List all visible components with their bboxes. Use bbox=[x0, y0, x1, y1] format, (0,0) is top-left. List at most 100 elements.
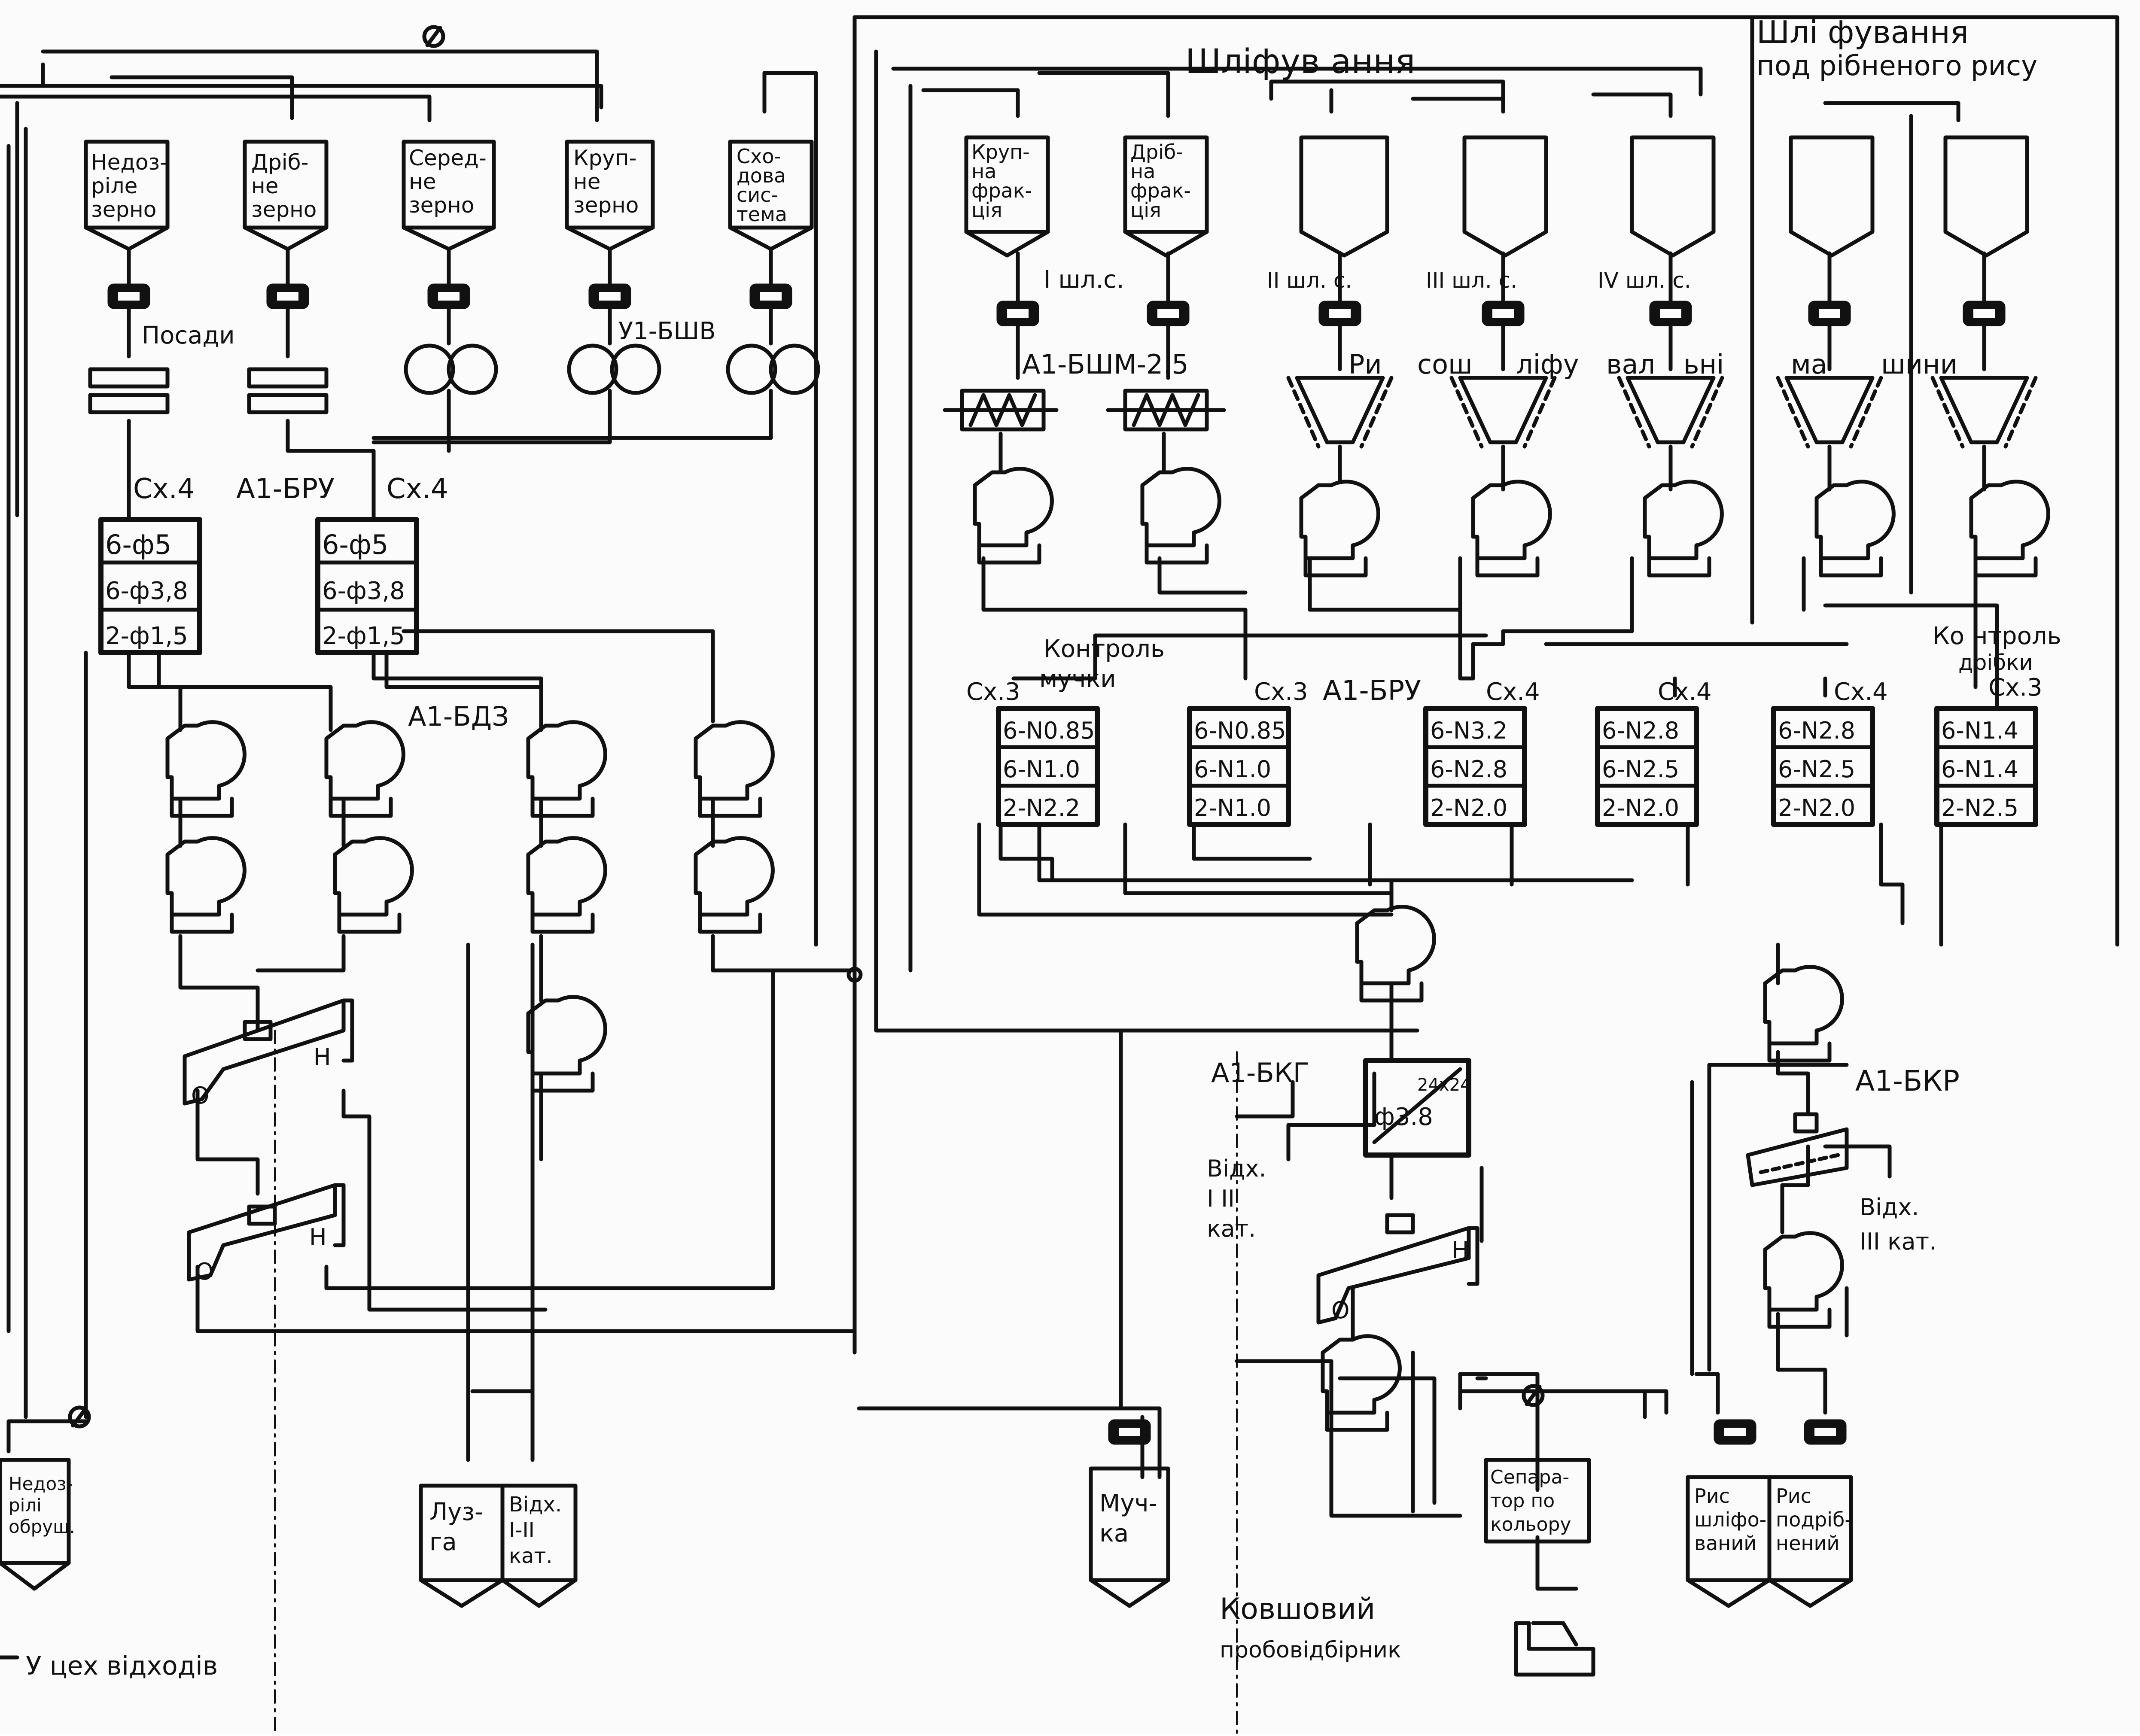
label-sx4-left: Сх.4 bbox=[133, 473, 195, 505]
bin-crushed-polisher-1 bbox=[1789, 135, 1875, 258]
aspirator-right-9 bbox=[1763, 965, 1844, 1063]
aspirator-left-8 bbox=[694, 836, 775, 934]
label-a1-bkr: А1-БКР bbox=[1855, 1064, 1960, 1098]
out-unripe-l2: рілі bbox=[9, 1495, 42, 1516]
label-waste-shop: У цех відходів bbox=[26, 1651, 218, 1681]
label-o-2: О bbox=[195, 1258, 214, 1285]
bin-staircase-l4: тема bbox=[737, 203, 787, 226]
polishing-machines-bshm bbox=[943, 389, 1226, 432]
label-a1-bru-right: А1-БРУ bbox=[1323, 675, 1421, 707]
output-bin-polished bbox=[1686, 1475, 1772, 1608]
out-separator-l2: тор по bbox=[1490, 1490, 1555, 1512]
label-sx3-3: Сх.3 bbox=[1988, 674, 2043, 702]
sifter-r4-row3: 2-N2.0 bbox=[1602, 794, 1679, 821]
label-sx4-left-2: Сх.4 bbox=[387, 473, 448, 505]
heading-crushed-control-1: Ко нтроль bbox=[1933, 622, 2061, 650]
aspirators-left bbox=[165, 720, 775, 1093]
label-mesh: 24x24 bbox=[1417, 1075, 1471, 1095]
heading-flour-control-1: Контроль bbox=[1044, 635, 1165, 663]
out-waste-l2: І-ІІ bbox=[509, 1518, 535, 1542]
bin-coarse-l1: Круп- bbox=[971, 140, 1030, 164]
separator-color bbox=[1484, 1458, 1591, 1544]
sifter-r4-row1: 6-N2.8 bbox=[1602, 717, 1679, 744]
aspirator-left-7 bbox=[526, 836, 607, 934]
out-flour-l2: ка bbox=[1099, 1520, 1129, 1548]
paddy-separator-right bbox=[1316, 1213, 1479, 1325]
feeder-symbols-left bbox=[107, 283, 792, 309]
waste12-l2: І ІІ bbox=[1207, 1185, 1235, 1212]
sifter-r2-row2: 6-N1.0 bbox=[1194, 756, 1271, 783]
bin-large-l2: не bbox=[573, 169, 600, 194]
bin-large-l3: зерно bbox=[573, 193, 639, 218]
sifter-r6-row1: 6-N1.4 bbox=[1941, 717, 2018, 744]
sifter-r2-row3: 2-N1.0 bbox=[1194, 794, 1271, 821]
bin-unripe-l2: ріле bbox=[91, 173, 137, 198]
aspirator-left-1 bbox=[165, 720, 247, 818]
out-unripe-l1: Недоз- bbox=[9, 1473, 73, 1494]
aspirator-left-6 bbox=[333, 836, 414, 934]
sifter-r3-row1: 6-N3.2 bbox=[1430, 717, 1507, 744]
waste12-l1: Відх. bbox=[1207, 1155, 1266, 1182]
label-sx4-r2: Сх.4 bbox=[1658, 678, 1712, 706]
label-machines-5: ьні bbox=[1683, 349, 1724, 380]
label-machines-3: ліфу bbox=[1516, 349, 1579, 380]
label-i-shl-s: І шл.с. bbox=[1044, 266, 1124, 294]
bin-polisher-4 bbox=[1630, 135, 1716, 258]
bucket-sampler-l1: Ковшовий bbox=[1220, 1592, 1375, 1626]
bin-unripe bbox=[84, 140, 170, 251]
aspirator-left-5 bbox=[165, 836, 247, 934]
bin-fine-fraction bbox=[1123, 135, 1209, 258]
sifter-left2-row3: 2-ф1,5 bbox=[322, 622, 405, 650]
bin-large-l1: Круп- bbox=[573, 146, 637, 170]
aspirators-right bbox=[973, 467, 2050, 1432]
label-n-3: Н bbox=[1452, 1237, 1469, 1264]
aspirator-right-3 bbox=[1299, 480, 1380, 578]
aspirator-right-2 bbox=[1140, 467, 1221, 565]
sifter-r4-row2: 6-N2.5 bbox=[1602, 756, 1679, 783]
label-sx3-2: Сх.3 bbox=[1254, 678, 1308, 706]
bin-medium-l3: зерно bbox=[409, 193, 474, 218]
aspirator-right-11 bbox=[1321, 1334, 1402, 1432]
sifter-r5 bbox=[1771, 706, 1875, 827]
bin-staircase-l1: Схо- bbox=[737, 145, 781, 168]
label-iv-shl-s: ІV шл. с. bbox=[1598, 268, 1691, 293]
output-bin-flour bbox=[1089, 1466, 1170, 1608]
aspirator-left-3 bbox=[526, 720, 607, 818]
label-a1-bkg: А1-БКГ bbox=[1211, 1057, 1309, 1088]
bin-coarse-l2: на bbox=[971, 160, 996, 183]
bin-small-l1: Дріб- bbox=[251, 150, 309, 175]
sifter-r2 bbox=[1187, 706, 1291, 827]
heading-grinding: Шліфув ання bbox=[1185, 43, 1415, 81]
sifter-r6-row3: 2-N2.5 bbox=[1941, 794, 2018, 821]
bin-polisher-3 bbox=[1462, 135, 1548, 258]
output-bin-husk bbox=[419, 1484, 505, 1608]
label-o-3: О bbox=[1331, 1297, 1350, 1324]
label-ii-shl-s: ІІ шл. с. bbox=[1267, 268, 1352, 293]
bin-medium-l2: не bbox=[409, 169, 436, 194]
heading-polishing-line2: под рібненого рису bbox=[1756, 50, 2037, 82]
heading-crushed-control-2: дрібки bbox=[1958, 650, 2033, 675]
bin-small-l2: не bbox=[251, 173, 278, 198]
out-crushed-l2: подріб- bbox=[1776, 1508, 1852, 1531]
junction-symbols bbox=[68, 25, 1545, 1429]
sifter-left-2 bbox=[315, 517, 419, 655]
label-n-1: Н bbox=[314, 1043, 331, 1070]
heading-flour-control-2: мучки bbox=[1039, 665, 1116, 693]
aspirator-right-8 bbox=[1355, 905, 1436, 1003]
out-polished-l1: Рис bbox=[1694, 1484, 1730, 1508]
heading-polishing-line1: Шлі фування bbox=[1756, 14, 1969, 50]
aspirator-left-9 bbox=[526, 995, 607, 1093]
sifter-r4 bbox=[1595, 706, 1699, 827]
label-sx4-r3: Сх.4 bbox=[1834, 678, 1888, 706]
waste3-l1: Відх. bbox=[1860, 1194, 1919, 1221]
label-machines-4: вал bbox=[1606, 349, 1655, 380]
aspirator-left-2 bbox=[324, 720, 405, 818]
out-flour-l1: Муч- bbox=[1099, 1490, 1157, 1517]
bin-coarse-fraction bbox=[964, 135, 1050, 258]
aspirator-left-4 bbox=[694, 720, 775, 818]
bin-unripe-l1: Недоз- bbox=[91, 150, 167, 175]
label-a1-bshm: А1-БШМ-2.5 bbox=[1022, 349, 1189, 380]
sifter-r5-row3: 2-N2.0 bbox=[1778, 794, 1855, 821]
label-iii-shl-s: ІІІ шл. с. bbox=[1426, 268, 1517, 293]
